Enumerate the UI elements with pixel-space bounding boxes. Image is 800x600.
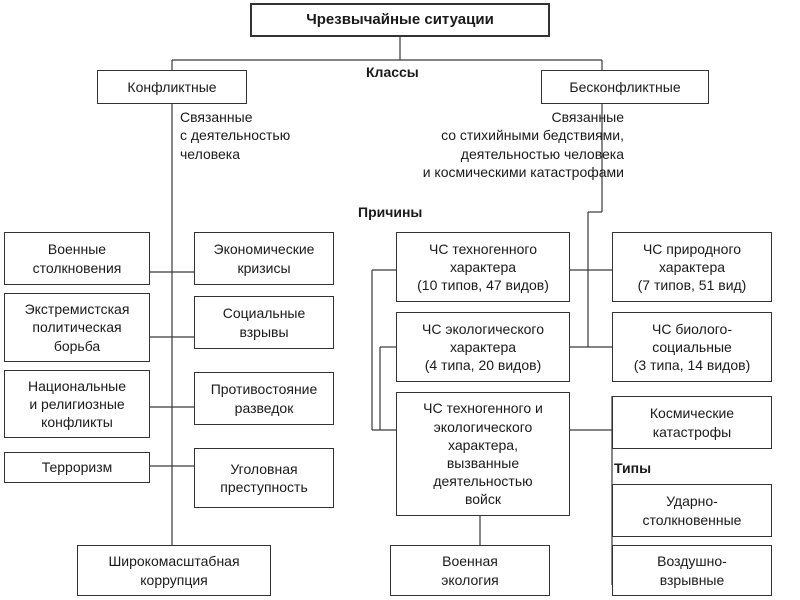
box-line: ЧС техногенного (428, 240, 537, 257)
box-line: (4 типа, 20 видов) (424, 357, 542, 374)
box-line: взрывы (239, 323, 289, 340)
box-line: войск (464, 491, 501, 508)
box-line: характера (449, 258, 517, 275)
box-line: Экстремистская (24, 301, 130, 318)
box-line: Военные (47, 241, 107, 258)
class-conflict-box: Конфликтные (97, 70, 247, 104)
note-line: Связанные (180, 109, 253, 125)
box-line: Экономические (213, 241, 315, 258)
box-line: Воздушно- (657, 553, 727, 570)
title-box: Чрезвычайные ситуации (250, 3, 550, 37)
note-line: Связанные (551, 109, 625, 125)
box-line: ЧС экологического (421, 320, 544, 337)
title-text: Чрезвычайные ситуации (306, 11, 494, 29)
box-line: политическая (32, 319, 122, 336)
box-line: Терроризм (41, 459, 113, 476)
box-line: вызванные (446, 455, 520, 471)
box-line: деятельностью (433, 473, 533, 490)
box-line: и религиозные (29, 395, 125, 412)
box-line: Социальные (222, 305, 306, 322)
box-line: характера (449, 338, 517, 355)
box-line: катастрофы (652, 423, 732, 440)
box-line: коррупция (140, 571, 208, 588)
note-line: с деятельностью (180, 127, 291, 144)
box-line: столкновения (32, 259, 122, 276)
note-line: со стихийными бедствиями, (441, 127, 624, 144)
box-line: Широкомасштабная (108, 553, 240, 570)
box-criminal-offence: Уголовная преступность (194, 448, 334, 508)
class-conflict-label: Конфликтные (127, 78, 217, 95)
box-biosocial: ЧС биолого-социальные (3 типа, 14 видов) (612, 312, 772, 382)
box-line: характера, (448, 436, 518, 453)
box-line: кризисы (237, 259, 291, 276)
box-line: экологического (433, 418, 533, 435)
box-line: ЧС биолого- (651, 320, 732, 337)
box-line: конфликты (41, 414, 113, 431)
heading-types: Типы (614, 460, 652, 476)
note-line: человека (180, 145, 241, 162)
box-line: ЧС природного (642, 240, 742, 257)
box-air-explosive: Воздушно-взрывные (612, 545, 772, 596)
box-line: ЧС техногенного и (423, 400, 543, 417)
box-line: социальные (652, 338, 732, 355)
box-line: характера (658, 258, 726, 275)
box-line: преступность (220, 479, 308, 495)
box-line: Уголовная (230, 460, 298, 477)
class-nonconflict-box: Бесконфликтные (541, 70, 709, 104)
box-line: взрывные (659, 571, 725, 588)
box-line: (10 типов, 47 видов) (417, 277, 549, 294)
box-line: (7 типов, 51 вид) (637, 277, 747, 294)
box-line: Космические (649, 405, 735, 422)
class-nonconflict-label: Бесконфликтные (569, 78, 681, 95)
heading-causes: Причины (358, 204, 423, 220)
note-line: и космическими катастрофами (422, 164, 624, 181)
box-terrorism: Терроризм (4, 452, 150, 483)
box-line: (3 типа, 14 видов) (633, 357, 751, 374)
box-line: экология (441, 571, 499, 588)
box-line: столкновенные (642, 511, 742, 528)
heading-classes: Классы (366, 64, 419, 80)
box-line: Противостояние (210, 381, 318, 398)
box-line: Военная (442, 553, 498, 570)
conflict-note: Связанные с деятельностью человека (180, 108, 290, 163)
box-line: Национальные (27, 377, 127, 394)
note-line: деятельностью человека (460, 145, 624, 162)
box-line: разведок (234, 399, 294, 416)
box-impact-collision: Ударно-столкновенные (612, 484, 772, 537)
box-line: Ударно- (666, 493, 718, 510)
box-line: борьба (53, 337, 101, 354)
nonconflict-note: Связанные со стихийными бедствиями, деят… (423, 108, 624, 182)
